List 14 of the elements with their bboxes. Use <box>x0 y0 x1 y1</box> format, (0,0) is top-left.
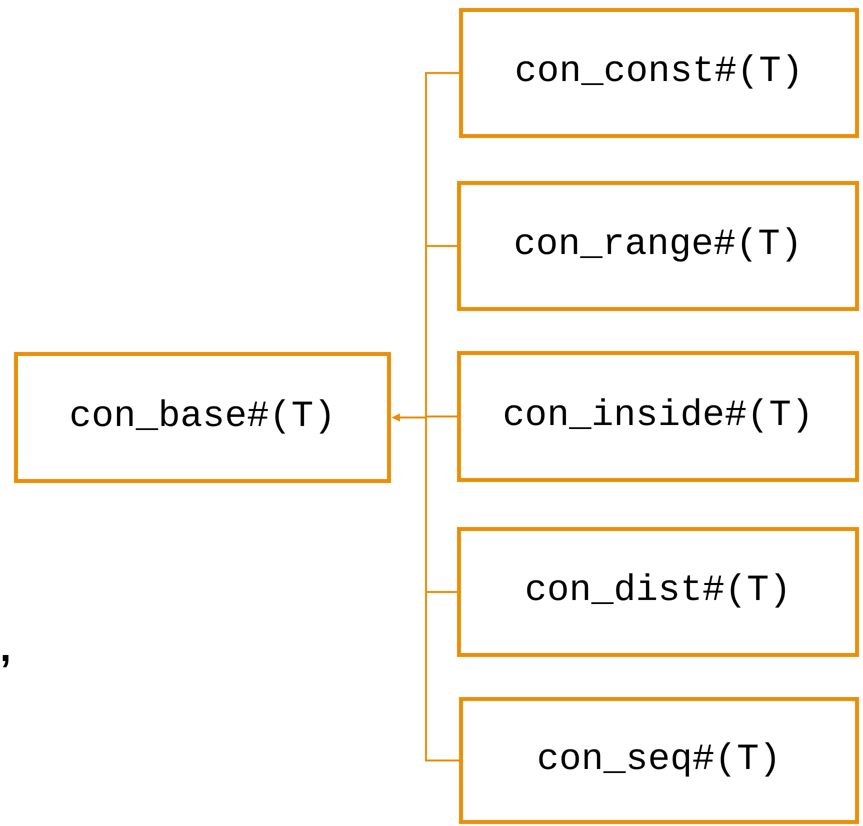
class-name: con_seq#(T) <box>536 738 782 783</box>
punctuation-fragment: , <box>0 628 12 668</box>
class-name: con_dist#(T) <box>524 569 792 614</box>
class-name: con_const#(T) <box>514 50 804 96</box>
class-box <box>457 181 859 311</box>
class-name: con_base#(T) <box>69 394 336 440</box>
class-name: con_inside#(T) <box>502 394 814 439</box>
class-name: con_range#(T) <box>514 223 802 268</box>
class-box <box>457 351 859 482</box>
class-box <box>457 527 859 657</box>
connector-arrow <box>392 414 459 762</box>
class-box <box>14 352 391 483</box>
class-box <box>459 697 859 824</box>
class-box <box>459 8 859 138</box>
